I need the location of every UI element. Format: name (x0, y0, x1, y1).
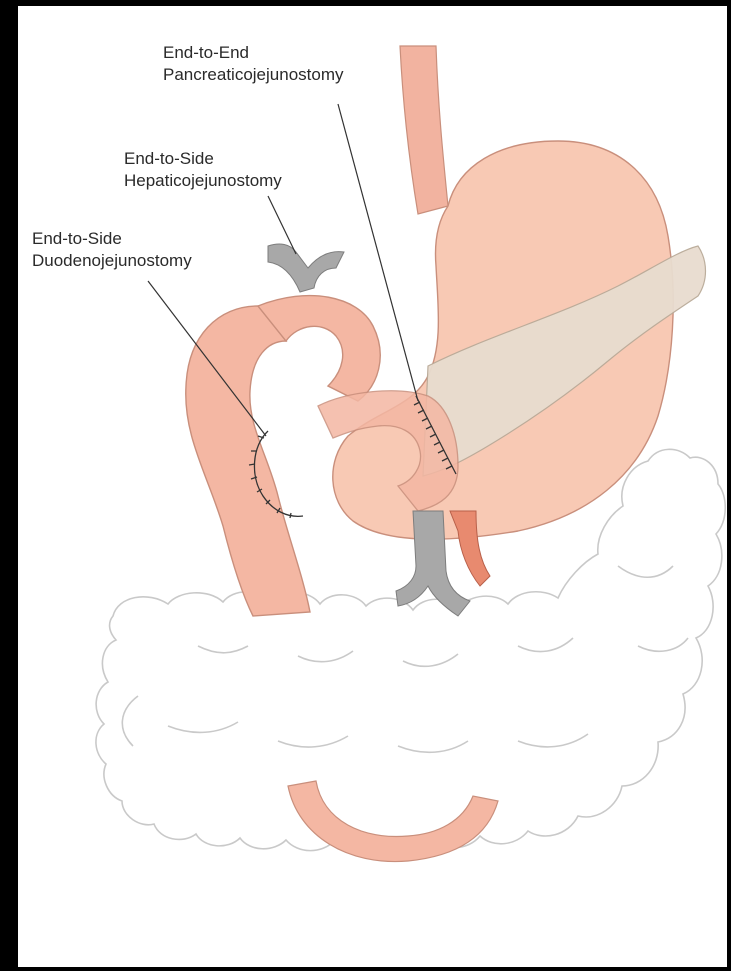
jejunal-limb-upper (258, 296, 380, 401)
hepatic-duct (268, 244, 344, 292)
label-duodenojejunostomy: End-to-Side Duodenojejunostomy (32, 228, 192, 272)
figure-canvas: End-to-End Pancreaticojejunostomy End-to… (18, 6, 727, 967)
jejunal-limb (186, 306, 310, 616)
label-line: End-to-Side (32, 228, 192, 250)
label-pancreaticojejunostomy: End-to-End Pancreaticojejunostomy (163, 42, 343, 86)
label-line: Pancreaticojejunostomy (163, 64, 343, 86)
esophagus (400, 46, 448, 214)
label-line: Duodenojejunostomy (32, 250, 192, 272)
label-line: End-to-Side (124, 148, 282, 170)
label-line: Hepaticojejunostomy (124, 170, 282, 192)
label-line: End-to-End (163, 42, 343, 64)
label-hepaticojejunostomy: End-to-Side Hepaticojejunostomy (124, 148, 282, 192)
